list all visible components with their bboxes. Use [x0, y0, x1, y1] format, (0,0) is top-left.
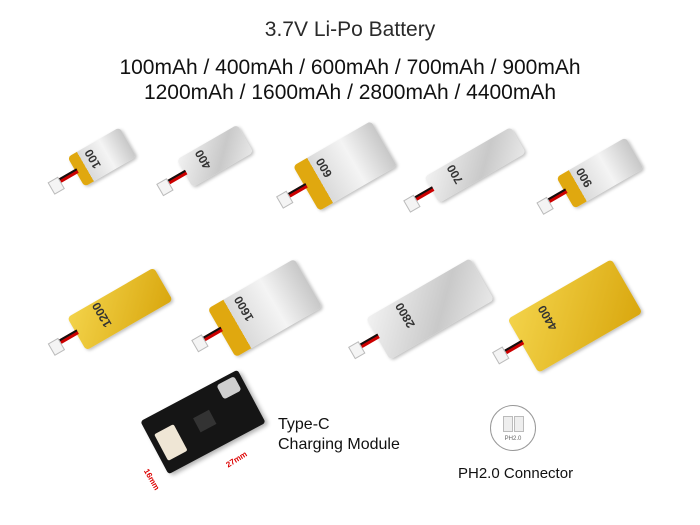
battery-700mah: 700	[403, 127, 526, 213]
connector-caption: PH2.0 Connector	[458, 465, 574, 482]
battery-4400mah: 4400	[492, 259, 643, 373]
type-c-port	[216, 376, 242, 400]
module-caption: Type-C Charging Module	[278, 415, 400, 455]
capacities-line-2: 1200mAh / 1600mAh / 2800mAh / 4400mAh	[143, 81, 557, 104]
jst-socket	[154, 424, 188, 461]
battery-100mah: 100	[47, 127, 137, 195]
connector-icon: PH2.0	[490, 405, 536, 451]
module-caption-line-2: Charging Module	[278, 436, 400, 453]
capacities-line-1: 100mAh / 400mAh / 600mAh / 700mAh / 900m…	[119, 56, 581, 79]
battery-400mah: 400	[156, 124, 254, 197]
dimension-width: 16mm	[141, 467, 162, 492]
battery-600mah: 600	[275, 120, 397, 212]
dimension-length: 27mm	[224, 449, 249, 470]
product-title: 3.7V Li-Po Battery	[264, 18, 436, 41]
battery-1200mah: 1200	[47, 267, 173, 356]
battery-900mah: 900	[536, 137, 644, 216]
charging-module-board	[140, 369, 266, 475]
battery-2800mah: 2800	[348, 258, 494, 360]
module-caption-line-1: Type-C	[278, 416, 330, 433]
charger-chip	[193, 409, 217, 433]
battery-1600mah: 1600	[191, 258, 323, 358]
